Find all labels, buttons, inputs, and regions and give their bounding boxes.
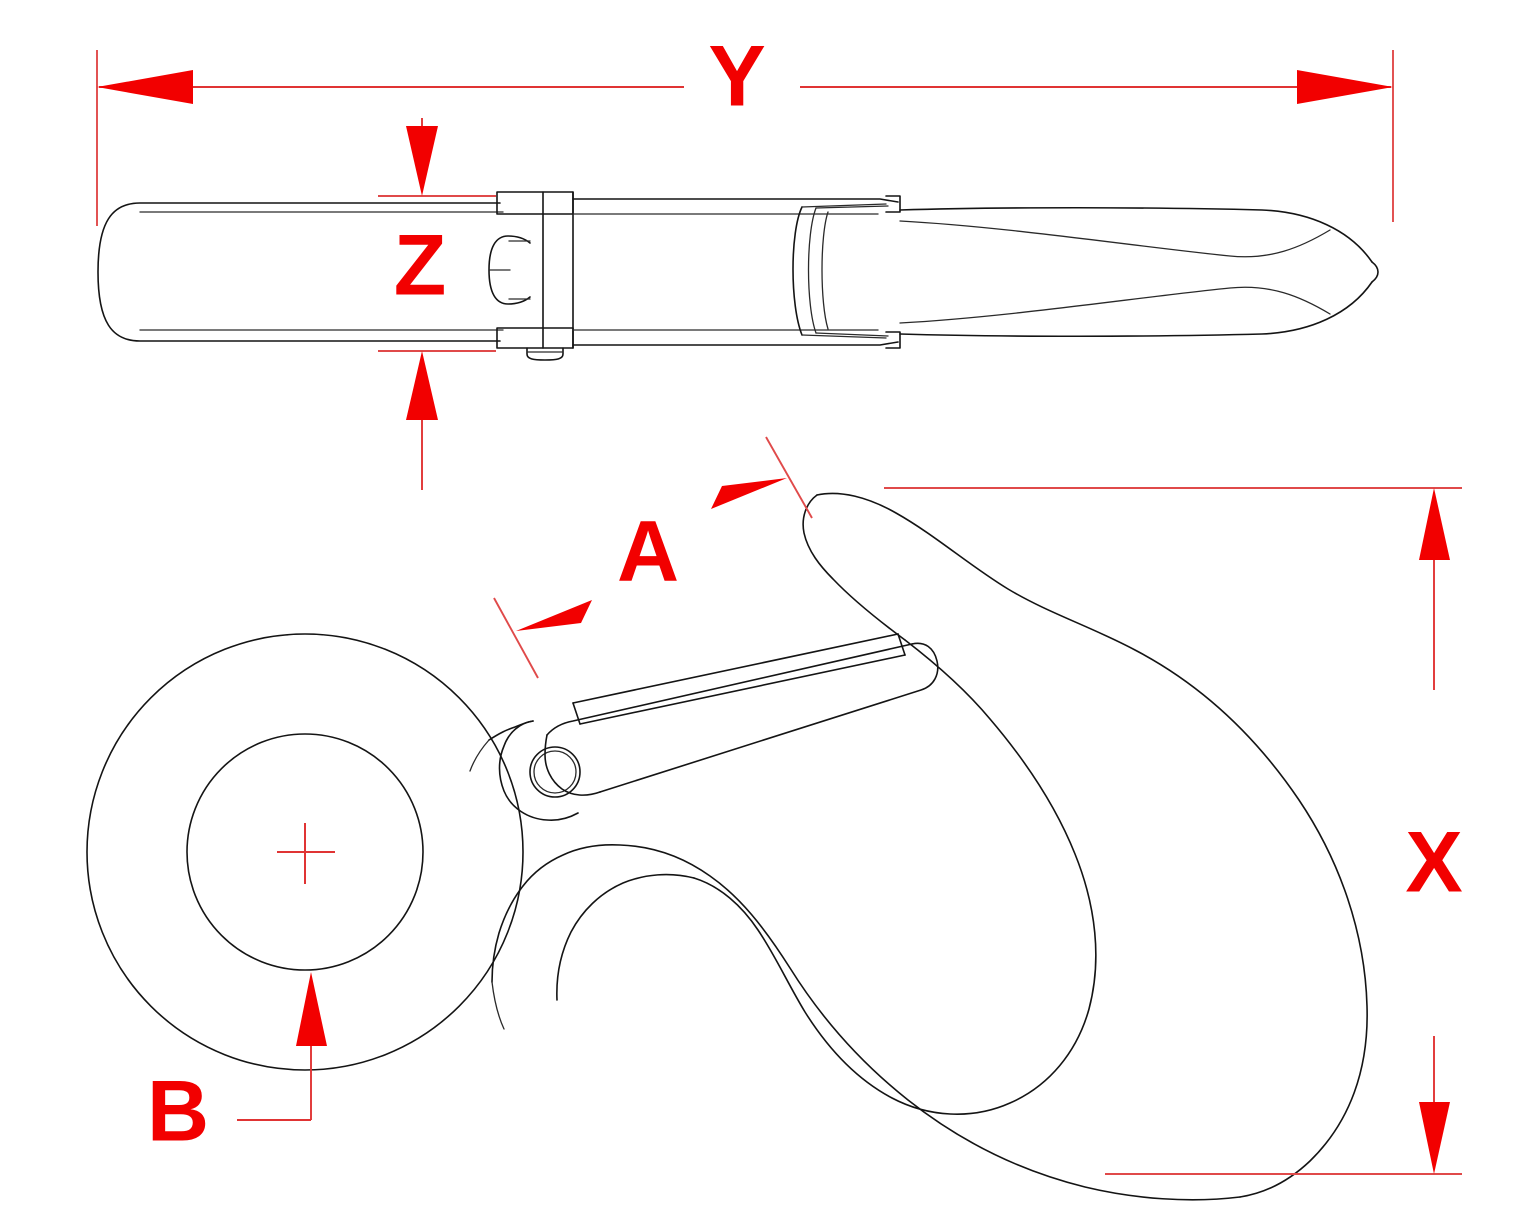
dimension-Z-arrow-top	[406, 126, 438, 196]
dimension-A-label: A	[617, 504, 679, 600]
dimension-B-label: B	[147, 1064, 209, 1160]
top-view-blade-taper-bottom	[899, 281, 1373, 338]
top-view-pivot-flange-top	[496, 191, 574, 215]
top-view-pivot-flange-bottom	[496, 327, 574, 349]
safety-latch-arm-top	[572, 633, 899, 704]
top-view-blade-top-outer	[572, 198, 899, 203]
latch-pivot-hole-inner	[533, 750, 577, 794]
dimension-B: B	[147, 972, 327, 1160]
dimension-A-arrow-upper	[711, 478, 787, 509]
hook-upper-neck-outline	[488, 720, 534, 741]
top-view-rivet-head	[526, 347, 564, 361]
dimension-B-arrow	[296, 972, 327, 1046]
dimension-Y-arrow-right	[1297, 70, 1393, 104]
safety-latch-arm-bottom	[579, 654, 906, 725]
top-view-eye-body	[97, 202, 501, 342]
top-view-step-notch-top	[885, 195, 901, 213]
dimension-X-arrow-top	[1419, 488, 1450, 560]
top-view-taper-edge-upper	[899, 220, 1331, 258]
top-view-step-notch-bottom	[885, 331, 901, 349]
safety-latch-body-bottom	[544, 734, 601, 796]
front-view-part	[86, 492, 1368, 1201]
hook-eye-outer-circle	[86, 633, 524, 1071]
top-view-blade-bottom-outer	[572, 341, 899, 346]
hook-inner-lower-blend	[556, 873, 695, 1001]
top-view-throat-bottom-lead	[801, 334, 887, 339]
hook-tip-outline	[802, 494, 906, 641]
dimension-X-label: X	[1405, 815, 1462, 911]
dimension-Y-arrow-left	[97, 70, 193, 104]
top-view-blade-tip-round	[1371, 261, 1379, 283]
dimension-X: X	[884, 487, 1463, 1175]
hook-inner-throat-curve	[693, 639, 1097, 1115]
dimension-Z-label: Z	[394, 218, 447, 314]
top-view-throat-top-lead2	[815, 205, 889, 209]
top-view-throat-bend-inner	[821, 211, 829, 330]
top-view-throat-bend-mid	[807, 207, 817, 334]
top-view-throat-bottom-lead2	[815, 332, 889, 337]
dimension-A-arrow-lower	[516, 600, 592, 631]
dimension-Z-arrow-bottom	[406, 351, 438, 420]
latch-pivot-hole-outer	[529, 746, 581, 798]
hook-upper-outer-curve	[816, 492, 1368, 1198]
dimension-X-arrow-bottom	[1419, 1102, 1450, 1174]
hook-eye-bore-circle	[186, 733, 424, 971]
dimension-Y: Y	[96, 29, 1394, 226]
safety-latch-arm-left-cap	[572, 702, 581, 725]
hook-latch-boss-outline	[498, 720, 579, 821]
top-view-throat-bend-outer	[792, 206, 803, 336]
safety-latch-body-top	[546, 643, 913, 736]
top-view-throat-top-lead	[801, 203, 887, 208]
hook-eye-left-blend-upper	[491, 981, 505, 1030]
dimension-A-ext-upper	[765, 436, 813, 519]
dimension-A: A	[493, 436, 813, 679]
eye-center-mark	[277, 823, 335, 884]
top-view-part	[97, 191, 1379, 361]
hook-lower-outer-curve	[491, 844, 1241, 1201]
dimension-Z: Z	[378, 118, 496, 490]
top-view-taper-edge-lower	[899, 286, 1331, 324]
dimension-A-ext-lower	[493, 597, 539, 679]
dimension-Y-label: Y	[708, 29, 765, 125]
hook-eye-right-blend	[469, 739, 490, 772]
safety-latch-body-right-nose	[599, 642, 939, 793]
top-view-blade-taper-top	[899, 206, 1373, 263]
safety-latch-arm-right-cap	[897, 633, 906, 656]
